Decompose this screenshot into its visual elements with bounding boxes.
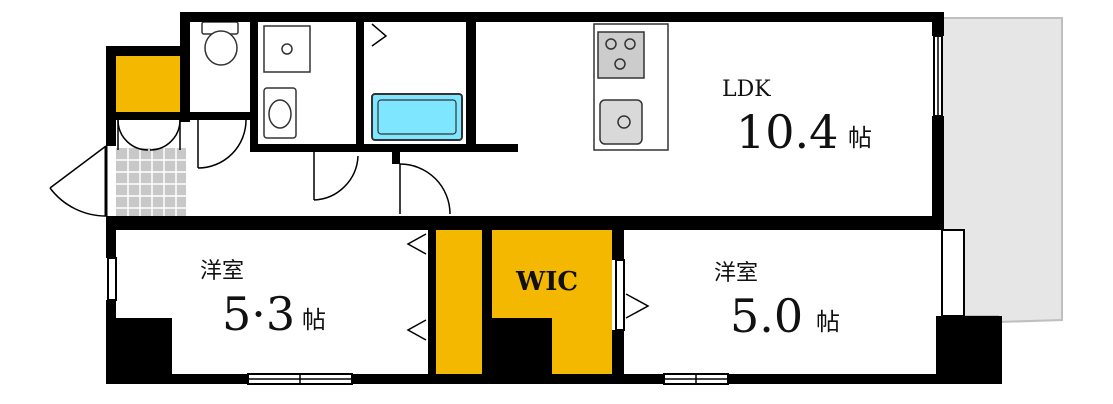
wash-basin <box>263 87 297 139</box>
western-room-left-size-int: 5 <box>222 287 251 341</box>
wic-floor <box>492 228 612 374</box>
entrance-tile <box>116 148 186 216</box>
western-room-left-unit: 帖 <box>302 306 326 334</box>
western-room-left-size-dot: · <box>251 287 266 341</box>
storage-closet-left <box>436 230 482 374</box>
walls <box>106 12 1002 384</box>
ldk-unit: 帖 <box>848 124 872 152</box>
ldk-size: 10.4 <box>736 105 838 159</box>
western-room-right-size: 5.0 <box>730 289 803 343</box>
western-room-right-label: 洋室 <box>714 261 758 286</box>
door-swings <box>49 23 650 341</box>
washer-space <box>263 25 311 73</box>
shoe-closet <box>116 56 182 114</box>
wic-label: WIC <box>515 267 578 297</box>
kitchen-counter <box>593 23 669 151</box>
western-room-left-size-dec: 3 <box>266 287 295 341</box>
western-room-left-label: 洋室 <box>200 259 244 284</box>
bathtub-inner <box>377 99 457 135</box>
toilet <box>201 21 239 66</box>
bathtub <box>371 93 463 141</box>
western-room-right-unit: 帖 <box>816 308 840 336</box>
ldk-label: LDK <box>722 77 771 102</box>
western-room-left-size: 5·3 <box>222 287 295 341</box>
